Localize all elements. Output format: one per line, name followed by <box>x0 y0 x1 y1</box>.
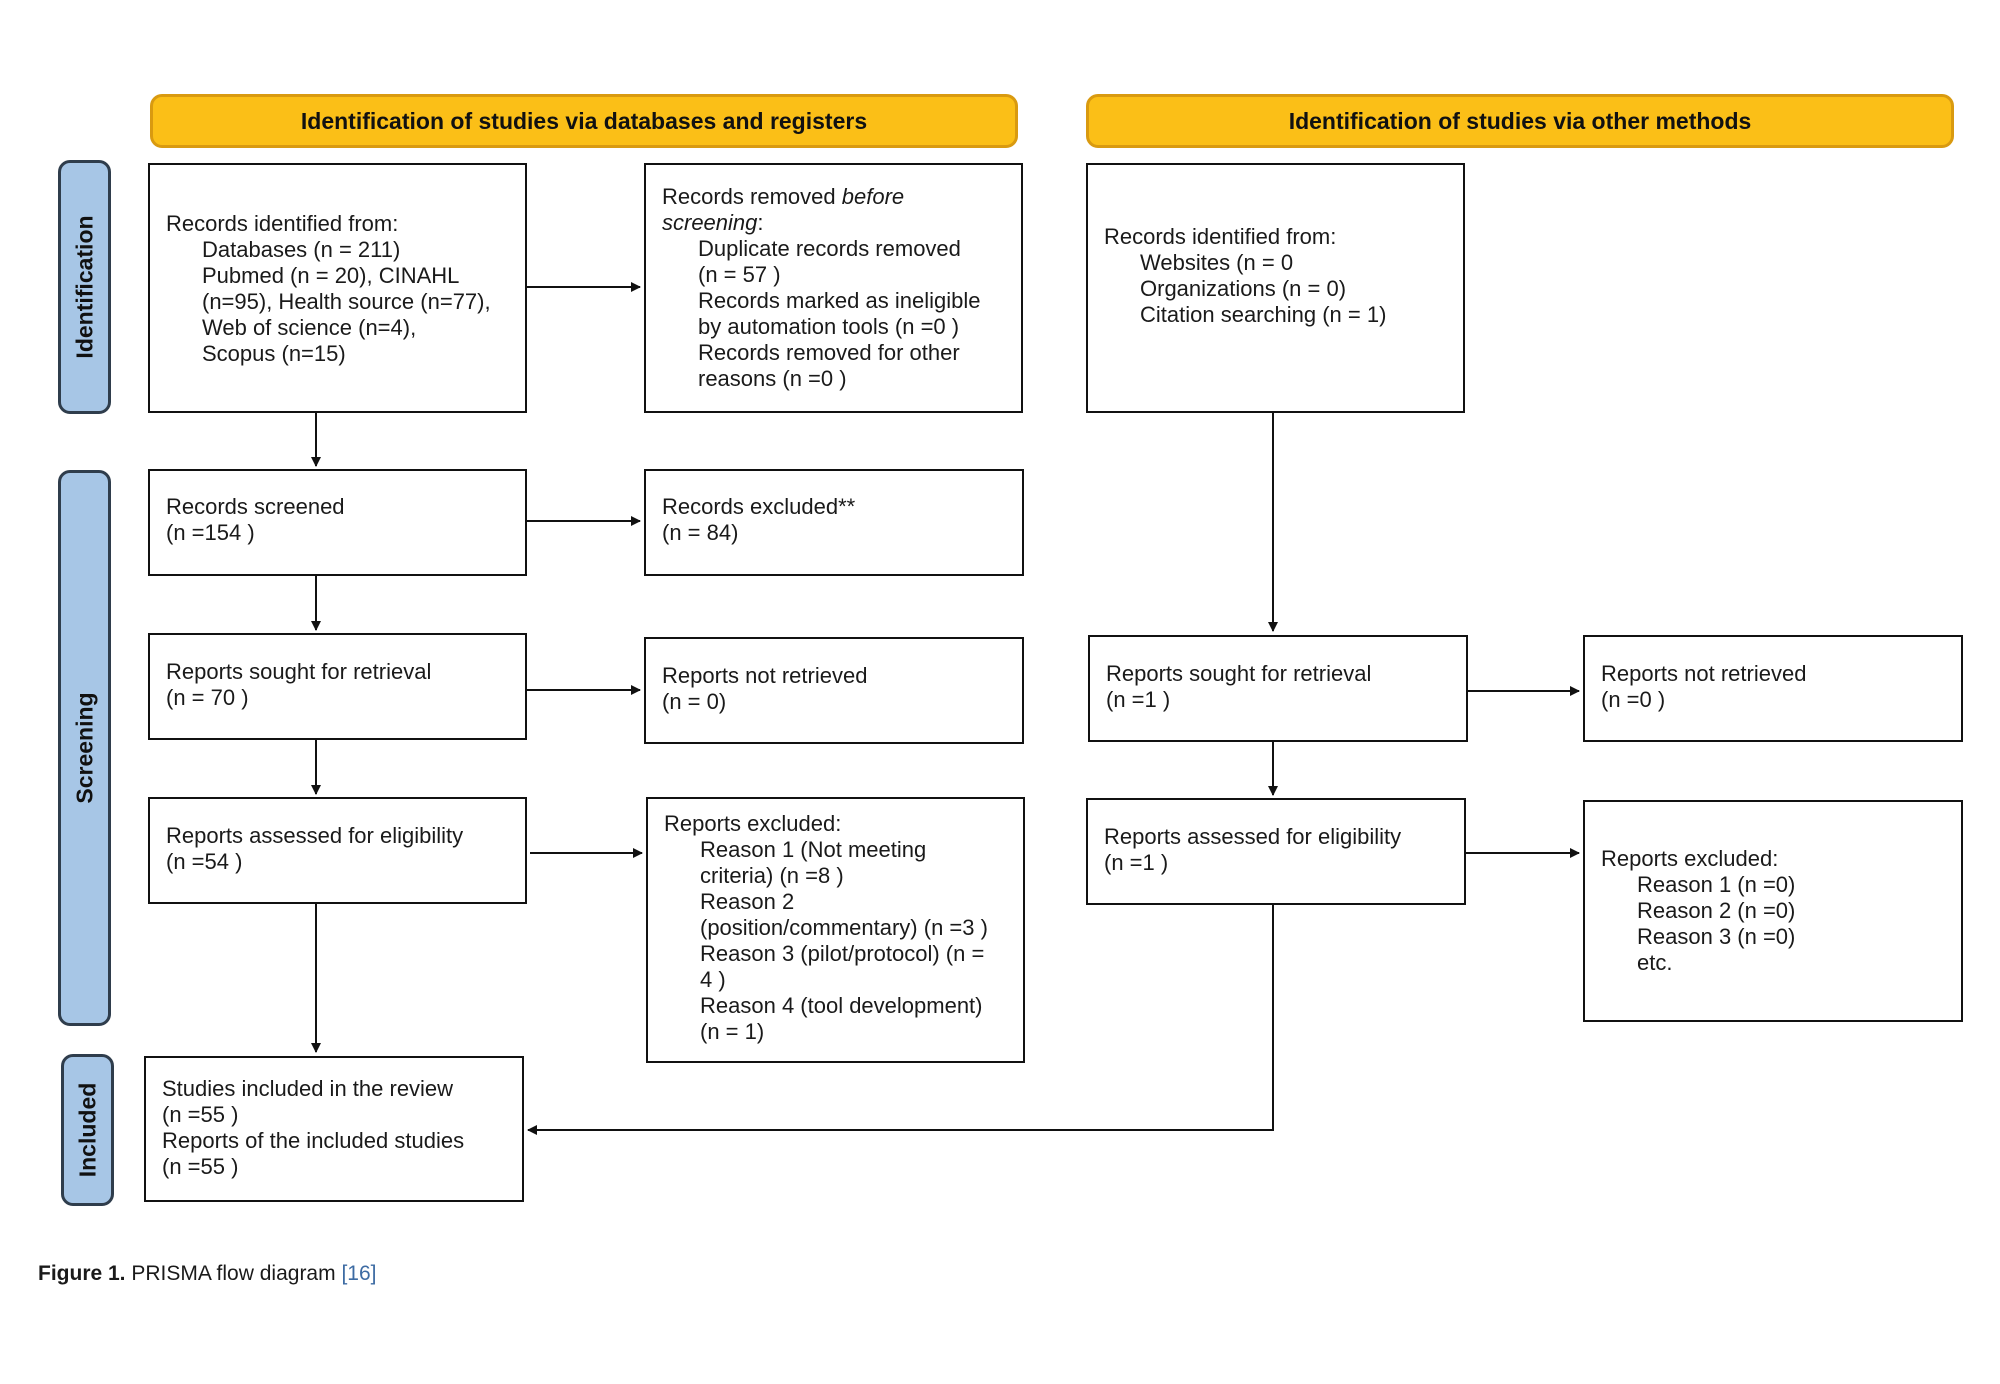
figure-caption: Figure 1. PRISMA flow diagram [16] <box>38 1262 376 1286</box>
header-other-methods: Identification of studies via other meth… <box>1086 94 1954 148</box>
box-line: Reports excluded: <box>1601 846 1779 871</box>
box-line: Reports assessed for eligibility <box>166 823 464 848</box>
box-line: (n =55 ) <box>162 1154 239 1179</box>
box-line: Reason 2 (n =0) <box>1637 898 1796 923</box>
box-line: Duplicate records removed <box>698 236 961 261</box>
box-line: (n = 0) <box>662 689 727 714</box>
box-line: (n = 1) <box>700 1019 765 1044</box>
records-removed-before-screening-box: Records removed before screening: Duplic… <box>644 163 1023 413</box>
box-line: Reason 3 (pilot/protocol) (n = <box>700 941 985 966</box>
box-line: Reports of the included studies <box>162 1128 465 1153</box>
box-line: Reports sought for retrieval <box>166 659 432 684</box>
reports-sought-retrieval-db-box: Reports sought for retrieval (n = 70 ) <box>148 633 527 740</box>
arrow-other-assessed-to-included <box>527 905 1274 1135</box>
box-line: screening: <box>662 210 1005 236</box>
box-line: Reports not retrieved <box>662 663 868 688</box>
box-line: Records excluded** <box>662 494 856 519</box>
box-line: Reports excluded: <box>664 811 842 836</box>
box-line: Records marked as ineligible <box>698 288 981 313</box>
box-line: (n =154 ) <box>166 520 255 545</box>
box-line: Reports sought for retrieval <box>1106 661 1372 686</box>
box-line: Reason 1 (Not meeting <box>700 837 927 862</box>
box-line: Websites (n = 0 <box>1140 250 1294 275</box>
box-line: Databases (n = 211) <box>202 237 401 262</box>
box-line: Records removed for other <box>698 340 960 365</box>
box-line: Reports not retrieved <box>1601 661 1807 686</box>
box-line: Web of science (n=4), <box>202 315 417 340</box>
reports-excluded-other-box: Reports excluded: Reason 1 (n =0) Reason… <box>1583 800 1963 1022</box>
records-excluded-box: Records excluded** (n = 84) <box>644 469 1024 576</box>
box-line: reasons (n =0 ) <box>698 366 847 391</box>
studies-included-box: Studies included in the review (n =55 ) … <box>144 1056 524 1202</box>
box-line: criteria) (n =8 ) <box>700 863 844 888</box>
records-identified-other-box: Records identified from: Websites (n = 0… <box>1086 163 1465 413</box>
box-line: (n =55 ) <box>162 1102 239 1127</box>
box-line: Scopus (n=15) <box>202 341 346 366</box>
box-line: (n=95), Health source (n=77), <box>202 289 491 314</box>
box-line: (n =54 ) <box>166 849 243 874</box>
box-line: 4 ) <box>700 967 726 992</box>
box-line: (n = 70 ) <box>166 685 249 710</box>
reports-not-retrieved-other-box: Reports not retrieved (n =0 ) <box>1583 635 1963 742</box>
removed-italic-before: before <box>841 184 905 209</box>
header-databases-label: Identification of studies via databases … <box>300 107 868 134</box>
box-line: Organizations (n = 0) <box>1140 276 1347 301</box>
records-identified-databases-box: Records identified from: Databases (n = … <box>148 163 527 413</box>
box-line: by automation tools (n =0 ) <box>698 314 960 339</box>
reports-sought-retrieval-other-box: Reports sought for retrieval (n =1 ) <box>1088 635 1468 742</box>
records-screened-box: Records screened (n =154 ) <box>148 469 527 576</box>
box-line: Reason 1 (n =0) <box>1637 872 1796 897</box>
box-line: (n =0 ) <box>1601 687 1666 712</box>
caption-reference-link[interactable]: [16] <box>341 1262 377 1285</box>
box-line: Reports assessed for eligibility <box>1104 824 1402 849</box>
box-line: etc. <box>1637 950 1673 975</box>
reports-assessed-eligibility-other-box: Reports assessed for eligibility (n =1 ) <box>1086 798 1466 905</box>
header-databases-registers: Identification of studies via databases … <box>150 94 1018 148</box>
box-line: Reason 4 (tool development) <box>700 993 983 1018</box>
box-line: Studies included in the review <box>162 1076 454 1101</box>
removed-colon: : <box>757 210 764 235</box>
box-line: Records removed before <box>662 184 1005 210</box>
box-line: (n =1 ) <box>1106 687 1171 712</box>
reports-excluded-db-box: Reports excluded: Reason 1 (Not meeting … <box>646 797 1025 1063</box>
reports-assessed-eligibility-db-box: Reports assessed for eligibility (n =54 … <box>148 797 527 904</box>
stage-screening: Screening <box>58 470 111 1026</box>
caption-text: PRISMA flow diagram <box>125 1262 342 1285</box>
caption-label: Figure 1. <box>38 1262 126 1285</box>
box-line: (n = 84) <box>662 520 739 545</box>
box-line: Reason 2 <box>700 889 795 914</box>
box-line: Citation searching (n = 1) <box>1140 302 1387 327</box>
box-line: Records identified from: <box>166 211 399 236</box>
box-line: (n =1 ) <box>1104 850 1169 875</box>
reports-not-retrieved-db-box: Reports not retrieved (n = 0) <box>644 637 1024 744</box>
header-other-label: Identification of studies via other meth… <box>1288 107 1752 134</box>
removed-italic-screening: screening <box>662 210 758 235</box>
removed-prefix: Records removed <box>662 184 842 209</box>
stage-identification: Identification <box>58 160 111 414</box>
box-line: Reason 3 (n =0) <box>1637 924 1796 949</box>
box-line: (position/commentary) (n =3 ) <box>700 915 988 940</box>
box-line: Records screened <box>166 494 345 519</box>
box-line: (n = 57 ) <box>698 262 781 287</box>
stage-included: Included <box>61 1054 114 1206</box>
box-line: Pubmed (n = 20), CINAHL <box>202 263 460 288</box>
box-line: Records identified from: <box>1104 224 1337 249</box>
